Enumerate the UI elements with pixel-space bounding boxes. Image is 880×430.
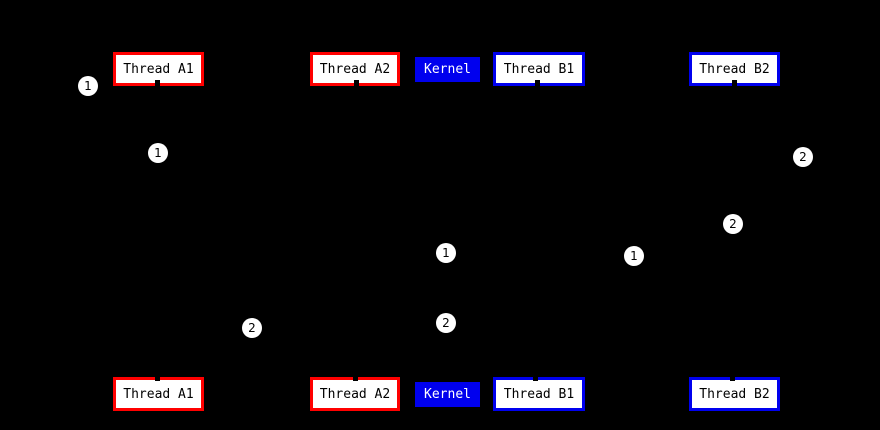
step-marker-1b: 1 [148, 143, 168, 163]
edge-notch [732, 80, 737, 86]
kernel-box-top: Kernel [415, 57, 480, 82]
edge-notch [155, 80, 160, 86]
edge-notch [533, 375, 538, 381]
step-marker-1a: 1 [78, 76, 98, 96]
step-marker-1c: 1 [436, 243, 456, 263]
edge-notch [354, 80, 359, 86]
thread-a2-box-bottom: Thread A2 [310, 377, 400, 411]
edge-notch [535, 80, 540, 86]
thread-a1-box-bottom: Thread A1 [113, 377, 204, 411]
thread-b1-box-bottom: Thread B1 [493, 377, 585, 411]
edge-notch [730, 375, 735, 381]
step-marker-2b: 2 [723, 214, 743, 234]
step-marker-2a: 2 [793, 147, 813, 167]
thread-b2-box-bottom: Thread B2 [689, 377, 780, 411]
kernel-box-bottom: Kernel [415, 382, 480, 407]
step-marker-2d: 2 [242, 318, 262, 338]
step-marker-2c: 2 [436, 313, 456, 333]
edge-notch [155, 375, 160, 381]
step-marker-1d: 1 [624, 246, 644, 266]
edge-notch [353, 375, 358, 381]
